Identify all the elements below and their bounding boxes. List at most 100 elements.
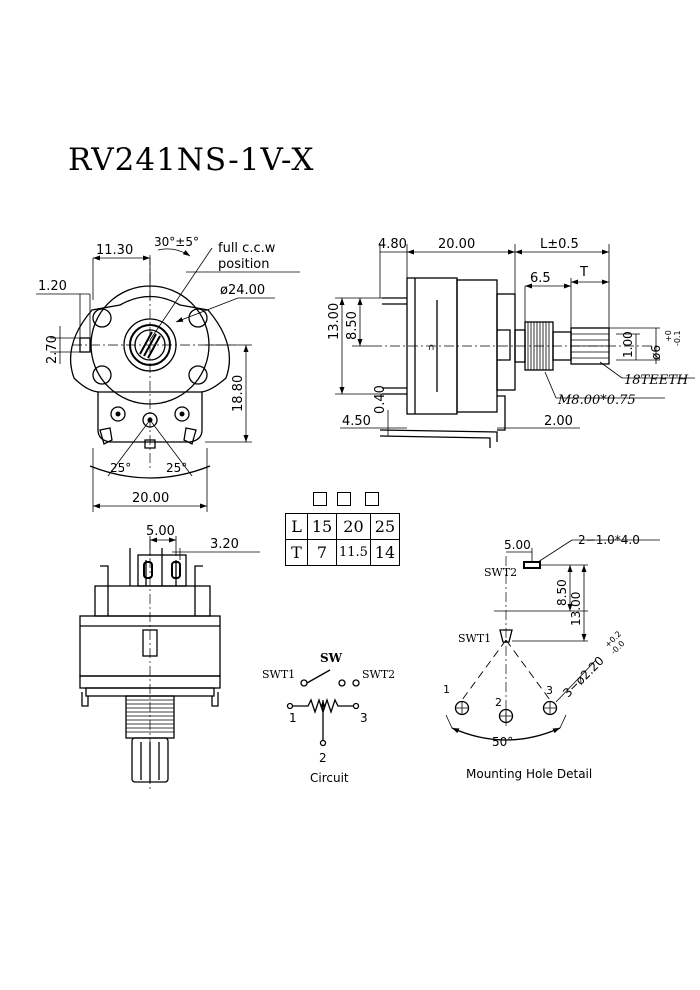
thread-leader bbox=[544, 371, 557, 399]
swt1-node bbox=[300, 679, 308, 687]
terminal-angle-arc bbox=[89, 465, 211, 479]
dim-18-80-label: 18.80 bbox=[231, 375, 246, 412]
mounting-caption: Mounting Hole Detail bbox=[466, 767, 592, 781]
dim-1-20-label: 1.20 bbox=[38, 279, 67, 294]
table-row-T: T 7 11.5 14 bbox=[285, 539, 400, 566]
hole-1 bbox=[454, 700, 470, 716]
dim-mount-5-00-label: 5.00 bbox=[504, 538, 531, 552]
pin-bottom bbox=[382, 387, 407, 395]
shaft-length-table: L 15 20 25 T 7 11.5 14 bbox=[285, 513, 400, 566]
angle-ray-left bbox=[107, 419, 151, 477]
ear-top-left bbox=[92, 308, 112, 328]
table-cell: T bbox=[285, 539, 308, 566]
bottom-terminal-block bbox=[137, 554, 187, 587]
angle-50-arc bbox=[451, 727, 561, 741]
side-body-step bbox=[496, 293, 516, 391]
switch-blade bbox=[306, 669, 331, 684]
bracket-tab bbox=[497, 395, 506, 431]
swt2-node-a bbox=[338, 679, 346, 687]
checkbox-L20[interactable] bbox=[337, 492, 351, 506]
hole-3-label: 3 bbox=[546, 684, 553, 697]
ear-bottom-left bbox=[92, 365, 112, 385]
holes-spec-label: 3−ø2.20 bbox=[560, 654, 606, 700]
table-cell: 7 bbox=[307, 539, 337, 566]
note-full-ccw: full c.c.w bbox=[218, 241, 276, 256]
slot-spec-label: 2−1.0*4.0 bbox=[578, 533, 640, 547]
dim-0-40-label: 0.40 bbox=[373, 385, 388, 414]
table-cell: 20 bbox=[336, 513, 371, 540]
bushing-inner bbox=[129, 324, 171, 366]
bottom-switch-body bbox=[94, 585, 211, 617]
hole-leader bbox=[555, 659, 597, 703]
angle-right-label: 25° bbox=[166, 461, 187, 475]
angle-left-label: 25° bbox=[110, 461, 131, 475]
hole-ray-left bbox=[461, 639, 507, 701]
pin3-node bbox=[352, 702, 360, 710]
table-cell: 15 bbox=[307, 513, 337, 540]
terminal-1-hole bbox=[115, 411, 121, 417]
swt2-node-b bbox=[352, 679, 360, 687]
mount-swt1-label: SWT1 bbox=[458, 632, 491, 645]
note-position: position bbox=[218, 257, 270, 272]
dim-13-label: 13.00 bbox=[327, 303, 342, 340]
dim-5-00-label: 5.00 bbox=[146, 524, 175, 539]
table-row-L: L 15 20 25 bbox=[285, 513, 400, 540]
table-cell: L bbox=[285, 513, 308, 540]
pin1-node bbox=[286, 702, 294, 710]
ear-top-right bbox=[188, 308, 208, 328]
pin2-label: 2 bbox=[319, 751, 327, 765]
terminal-3-hole bbox=[179, 411, 185, 417]
body-mark: ∩ bbox=[428, 343, 435, 353]
dim-diameter-label: ø24.00 bbox=[220, 283, 265, 298]
circuit-caption: Circuit bbox=[310, 771, 349, 785]
bottom-side-ears bbox=[100, 565, 203, 616]
hole-2-label: 2 bbox=[495, 696, 502, 709]
checkbox-L15[interactable] bbox=[313, 492, 327, 506]
bottom-legs bbox=[81, 692, 219, 707]
dim-angle-label: 30°±5° bbox=[154, 235, 199, 249]
angle-ray-30 bbox=[149, 247, 213, 341]
bottom-pin-left bbox=[143, 561, 153, 579]
dim-2-00-label: 2.00 bbox=[544, 414, 573, 429]
mounting-hole-detail: 5.00 2−1.0*4.0 SWT2 SWT1 8.50 13.00 3−ø2… bbox=[443, 533, 660, 781]
terminal-2 bbox=[142, 412, 158, 428]
diameter-leader bbox=[175, 297, 239, 323]
swt1-label: SWT1 bbox=[262, 668, 295, 681]
dim-4-80-label: 4.80 bbox=[378, 237, 407, 252]
side-view: ∩ bbox=[327, 237, 695, 448]
dim-1-00-label: 1.00 bbox=[621, 331, 635, 358]
thread-label: M8.00*0.75 bbox=[557, 393, 636, 408]
bottom-view: 5.00 3.20 bbox=[79, 524, 260, 790]
dim-phi6-label: ø6 bbox=[649, 345, 663, 360]
dim-3-20-label: 3.20 bbox=[210, 537, 239, 552]
angle-50-label: 50° bbox=[492, 735, 513, 749]
bushing-outer bbox=[123, 318, 177, 372]
terminal-plate bbox=[97, 392, 203, 443]
dim-mount-8-50-label: 8.50 bbox=[555, 579, 569, 606]
terminal-tabs bbox=[99, 427, 197, 449]
bottom-terminals bbox=[129, 548, 177, 586]
angle-ray-right bbox=[149, 419, 193, 477]
body-detail bbox=[497, 329, 511, 361]
locating-slot bbox=[79, 337, 91, 353]
pin2-node bbox=[319, 739, 327, 747]
dim-4-50-label: 4.50 bbox=[342, 414, 371, 429]
checkbox-L25[interactable] bbox=[365, 492, 379, 506]
mount-swt2-label: SWT2 bbox=[484, 566, 517, 579]
tol-lower-label: -0.1 bbox=[673, 330, 682, 346]
dim-8-50-label: 8.50 bbox=[345, 311, 360, 340]
table-cell: 25 bbox=[369, 513, 400, 540]
angle-arc-30 bbox=[157, 248, 191, 257]
sw-label: SW bbox=[320, 651, 343, 665]
ear-bottom-right bbox=[188, 365, 208, 385]
swt2-label: SWT2 bbox=[362, 668, 395, 681]
dim-11-30-label: 11.30 bbox=[96, 243, 133, 258]
bottom-pin-right bbox=[171, 561, 181, 579]
dim-mount-13-label: 13.00 bbox=[569, 592, 583, 626]
tol-upper-label: +0 bbox=[664, 330, 673, 342]
hole-2 bbox=[498, 708, 514, 724]
shaft-slot bbox=[139, 331, 161, 359]
hole-1-label: 1 bbox=[443, 683, 450, 696]
teeth-leader bbox=[599, 361, 623, 379]
